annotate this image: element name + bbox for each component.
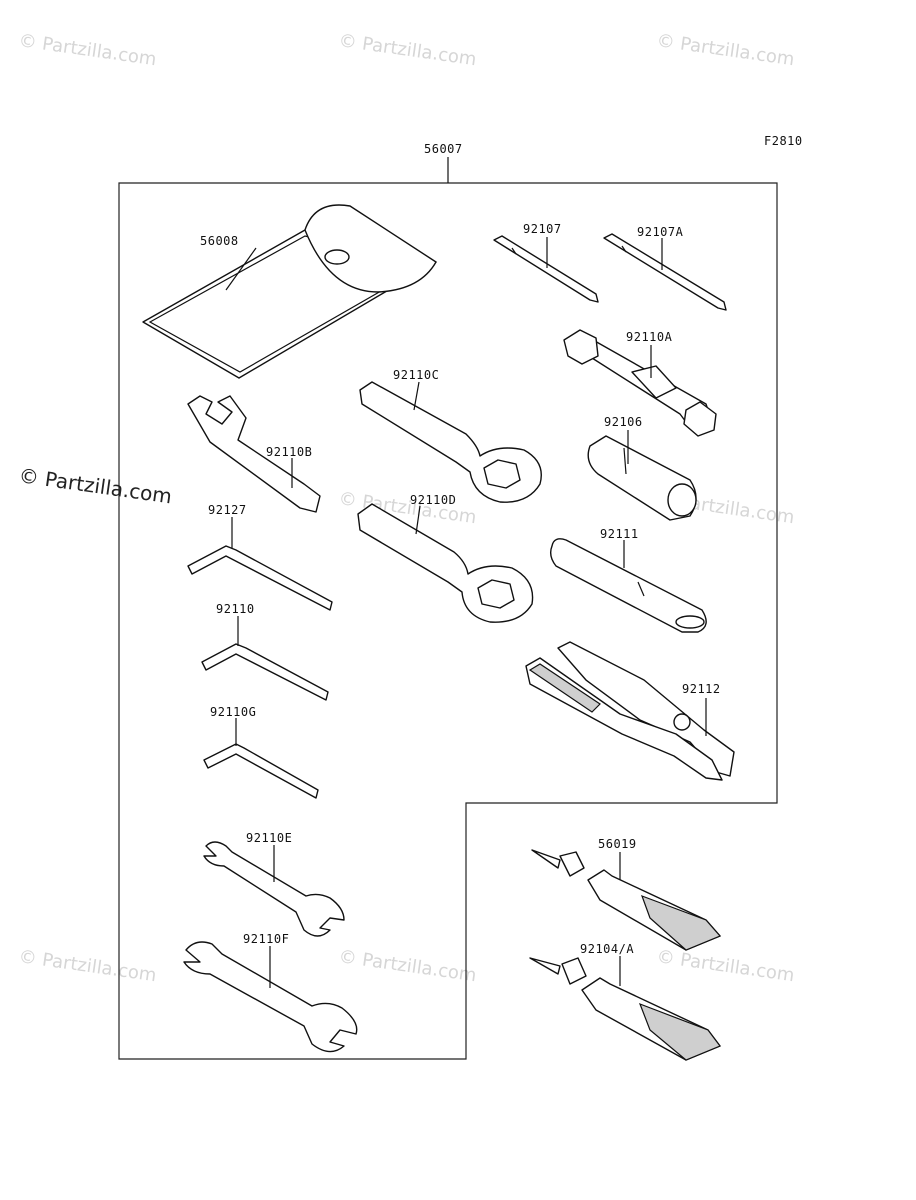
- plug-wrench-label[interactable]: 92110A: [626, 330, 673, 344]
- case-flap: [304, 204, 437, 293]
- box-wrench-d-label[interactable]: 92110D: [410, 493, 456, 507]
- driver-bit-b-label[interactable]: 92107A: [637, 225, 684, 239]
- kit-outline: [118, 182, 778, 1060]
- driver-bit-b[interactable]: 92107A: [603, 225, 727, 311]
- driver-bit-a-detail: [511, 247, 517, 255]
- open-wrench-f[interactable]: 92110F: [183, 932, 358, 1053]
- grease-tube-92104-nozzle: [529, 957, 561, 975]
- hex-key-92127-shape: [187, 545, 333, 611]
- tool-case[interactable]: 56008: [142, 204, 437, 379]
- grease-tube-56019[interactable]: 56019: [531, 837, 722, 951]
- box-wrench-d-hex: [477, 579, 515, 609]
- kit-frame: 56007: [118, 142, 778, 1060]
- grease-tube-92104-label: [638, 1002, 721, 1061]
- extension-bar-detail: [637, 581, 645, 597]
- hex-key-g-label[interactable]: 92110G: [210, 705, 256, 719]
- watermark-main-text: © Partzilla.com: [17, 463, 173, 508]
- grease-tube-56019-cap: [559, 851, 585, 877]
- watermark-text: © Partzilla.com: [17, 946, 157, 986]
- extension-bar[interactable]: 92111: [549, 527, 707, 633]
- box-wrench-d[interactable]: 92110D: [357, 493, 534, 623]
- open-wrench-f-label[interactable]: 92110F: [243, 932, 289, 946]
- grease-tube-56019-label: [640, 894, 722, 951]
- hex-key-g[interactable]: 92110G: [203, 705, 319, 799]
- plug-adapter-end: [667, 483, 697, 517]
- case-label[interactable]: 56008: [200, 234, 239, 248]
- open-wrench-e-shape: [203, 841, 345, 937]
- hex-key-92127-label[interactable]: 92127: [208, 503, 247, 517]
- grease-tube-56019-nozzle: [531, 849, 561, 869]
- watermark-text: © Partzilla.com: [17, 30, 157, 70]
- extension-bar-shape: [549, 538, 707, 633]
- pliers[interactable]: 92112: [525, 641, 735, 781]
- box-wrench-c-label[interactable]: 92110C: [393, 368, 439, 382]
- extension-bar-label[interactable]: 92111: [600, 527, 639, 541]
- case-snap-icon: [324, 249, 350, 265]
- open-wrench-e-label[interactable]: 92110E: [246, 831, 292, 845]
- plug-adapter-detail: [623, 447, 627, 475]
- driver-bit-a-label[interactable]: 92107: [523, 222, 562, 236]
- hex-key-92127[interactable]: 92127: [187, 503, 333, 611]
- watermark-text: © Partzilla.com: [655, 946, 795, 986]
- plug-wrench-collar: [631, 365, 677, 399]
- grease-tube-92104-text[interactable]: 92104/A: [580, 942, 634, 956]
- plug-wrench[interactable]: 92110A: [563, 329, 717, 437]
- figure-code: F2810: [764, 134, 803, 148]
- open-wrench-f-shape: [183, 941, 358, 1053]
- hex-key-92110[interactable]: 92110: [201, 602, 329, 701]
- grease-tube-92104[interactable]: 92104/A: [529, 942, 721, 1061]
- hex-key-92110-label[interactable]: 92110: [216, 602, 255, 616]
- case-leader: [225, 247, 257, 291]
- plug-wrench-head: [563, 329, 599, 365]
- extension-bar-end: [675, 615, 705, 629]
- pliers-label[interactable]: 92112: [682, 682, 721, 696]
- open-wrench-e[interactable]: 92110E: [203, 831, 345, 937]
- pliers-upper-handle: [557, 641, 735, 777]
- plug-adapter[interactable]: 92106: [587, 415, 697, 521]
- hex-key-92110-shape: [201, 643, 329, 701]
- pliers-grip: [528, 663, 601, 713]
- watermark-text: © Partzilla.com: [337, 946, 477, 986]
- driver-bit-b-shape: [603, 233, 727, 311]
- driver-bit-a[interactable]: 92107: [493, 222, 599, 303]
- kit-label[interactable]: 56007: [424, 142, 463, 156]
- driver-bit-a-shape: [493, 235, 599, 303]
- grease-tube-56019-text[interactable]: 56019: [598, 837, 637, 851]
- pliers-pivot: [673, 713, 691, 731]
- box-wrench-c-leader: [413, 381, 420, 411]
- plug-wrench-socket: [683, 401, 717, 437]
- box-wrench-c-hex: [483, 459, 521, 489]
- watermark-text: © Partzilla.com: [337, 30, 477, 70]
- hex-key-g-shape: [203, 743, 319, 799]
- box-wrench-c[interactable]: 92110C: [359, 368, 542, 503]
- hook-wrench-shape: [187, 395, 321, 513]
- plug-adapter-label[interactable]: 92106: [604, 415, 643, 429]
- hook-wrench[interactable]: 92110B: [187, 395, 321, 513]
- driver-bit-b-detail: [621, 245, 627, 253]
- hook-wrench-label[interactable]: 92110B: [266, 445, 312, 459]
- watermark-text: © Partzilla.com: [655, 30, 795, 70]
- grease-tube-92104-cap: [561, 957, 587, 985]
- box-wrench-d-leader: [415, 505, 421, 535]
